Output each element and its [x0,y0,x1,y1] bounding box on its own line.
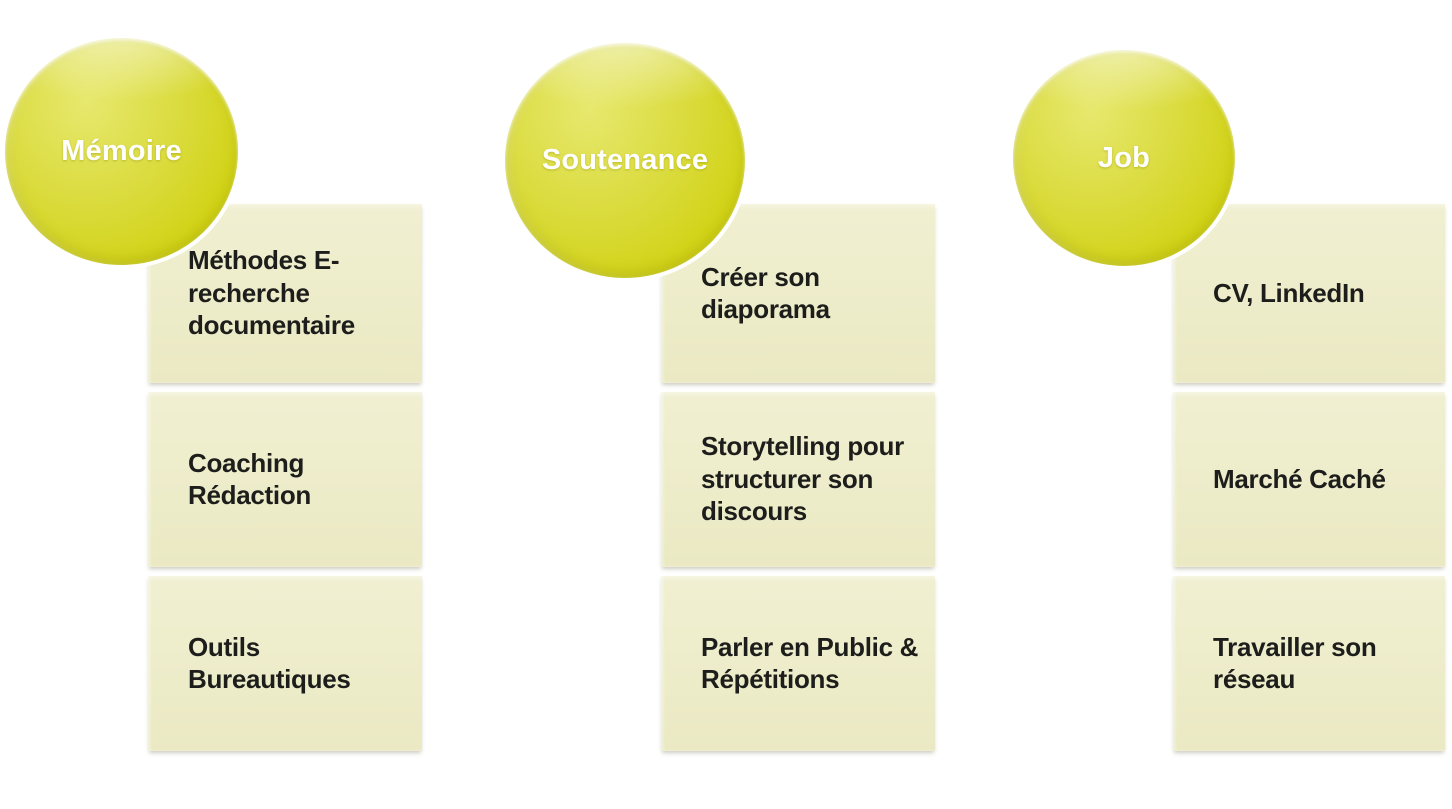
header-label: Mémoire [61,135,182,167]
list-item-label: Outils Bureautiques [188,631,351,695]
list-item-label: Coaching Rédaction [188,447,311,511]
header-bubble-memoire: Mémoire [5,38,238,265]
list-item: Storytelling pour structurer son discour… [661,391,935,567]
soutenance-item-stack: Créer son diaporama Storytelling pour st… [661,203,935,751]
header-label: Job [1097,141,1151,174]
list-item-label: Marché Caché [1213,463,1386,494]
header-bubble-soutenance: Soutenance [505,43,745,278]
list-item-label: Parler en Public & Répétitions [701,631,919,695]
list-item-label: Créer son diaporama [701,261,830,325]
list-item: Outils Bureautiques [148,575,422,751]
list-item: Créer son diaporama [661,203,935,383]
job-item-stack: CV, LinkedIn Marché Caché Travailler son… [1173,203,1445,751]
header-label: Soutenance [541,144,709,176]
list-item: Parler en Public & Répétitions [661,575,935,751]
list-item: CV, LinkedIn [1173,203,1445,383]
list-item: Travailler son réseau [1173,575,1445,751]
list-item-label: Méthodes E-recherche documentaire [188,245,355,341]
list-item-label: Travailler son réseau [1213,631,1377,695]
memoire-item-stack: Méthodes E-recherche documentaire Coachi… [148,203,422,751]
list-item-label: CV, LinkedIn [1213,277,1365,308]
list-item: Méthodes E-recherche documentaire [148,203,422,383]
list-item-label: Storytelling pour structurer son discour… [701,431,904,527]
list-item: Coaching Rédaction [148,391,422,567]
list-item: Marché Caché [1173,391,1445,567]
header-bubble-job: Job [1013,50,1235,266]
